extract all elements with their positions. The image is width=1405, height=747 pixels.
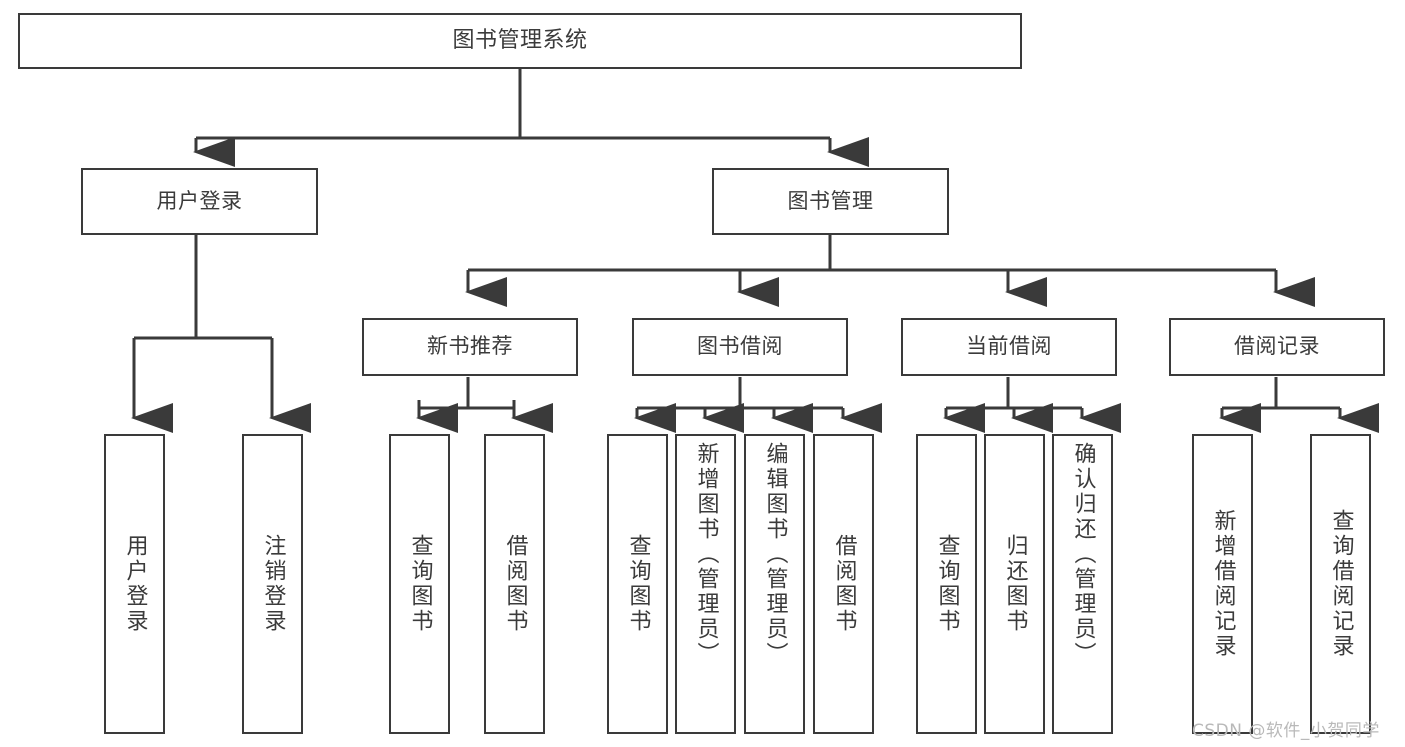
node-leaf-query-book-recommend-label: 查询图书: [407, 534, 433, 634]
csdn-watermark: CSDN @软件_小贺同学: [1192, 721, 1380, 741]
node-leaf-borrow-book-recommend[interactable]: 借阅图书: [484, 434, 545, 734]
node-book-manage[interactable]: 图书管理: [712, 168, 949, 235]
node-user-login-label: 用户登录: [156, 188, 243, 213]
node-user-login[interactable]: 用户登录: [81, 168, 318, 235]
node-leaf-return-book-label: 归还图书: [1002, 534, 1028, 634]
node-book-borrow-label: 图书借阅: [697, 334, 783, 359]
node-leaf-query-borrow-record-label: 查询借阅记录: [1328, 509, 1354, 659]
node-leaf-borrow-book-recommend-label: 借阅图书: [502, 534, 528, 634]
node-leaf-query-book-current[interactable]: 查询图书: [916, 434, 977, 734]
node-current-borrow-label: 当前借阅: [966, 334, 1052, 359]
node-leaf-logout[interactable]: 注销登录: [242, 434, 303, 734]
node-leaf-confirm-return-admin-label: 确认归还（管理员）: [1070, 442, 1096, 667]
node-leaf-edit-book-admin[interactable]: 编辑图书（管理员）: [744, 434, 805, 734]
node-leaf-user-login-label: 用户登录: [122, 534, 148, 634]
node-new-book-recommend[interactable]: 新书推荐: [362, 318, 578, 376]
node-root[interactable]: 图书管理系统: [18, 13, 1022, 69]
node-leaf-confirm-return-admin[interactable]: 确认归还（管理员）: [1052, 434, 1113, 734]
node-book-manage-label: 图书管理: [787, 188, 874, 213]
node-leaf-edit-book-admin-label: 编辑图书（管理员）: [762, 442, 788, 667]
node-leaf-logout-label: 注销登录: [260, 534, 286, 634]
node-leaf-query-borrow-record[interactable]: 查询借阅记录: [1310, 434, 1371, 734]
node-leaf-return-book[interactable]: 归还图书: [984, 434, 1045, 734]
node-leaf-borrow-book-label: 借阅图书: [831, 534, 857, 634]
node-leaf-user-login[interactable]: 用户登录: [104, 434, 165, 734]
node-current-borrow[interactable]: 当前借阅: [901, 318, 1117, 376]
node-leaf-add-book-admin-label: 新增图书（管理员）: [693, 442, 719, 667]
node-new-book-recommend-label: 新书推荐: [427, 334, 513, 359]
node-leaf-query-book-borrow-label: 查询图书: [625, 534, 651, 634]
node-book-borrow[interactable]: 图书借阅: [632, 318, 848, 376]
node-leaf-add-book-admin[interactable]: 新增图书（管理员）: [675, 434, 736, 734]
node-leaf-query-book-borrow[interactable]: 查询图书: [607, 434, 668, 734]
node-borrow-record-label: 借阅记录: [1234, 334, 1320, 359]
node-leaf-add-borrow-record[interactable]: 新增借阅记录: [1192, 434, 1253, 734]
node-leaf-query-book-recommend[interactable]: 查询图书: [389, 434, 450, 734]
node-leaf-borrow-book[interactable]: 借阅图书: [813, 434, 874, 734]
node-borrow-record[interactable]: 借阅记录: [1169, 318, 1385, 376]
node-leaf-add-borrow-record-label: 新增借阅记录: [1210, 509, 1236, 659]
node-root-label: 图书管理系统: [452, 27, 588, 53]
node-leaf-query-book-current-label: 查询图书: [934, 534, 960, 634]
